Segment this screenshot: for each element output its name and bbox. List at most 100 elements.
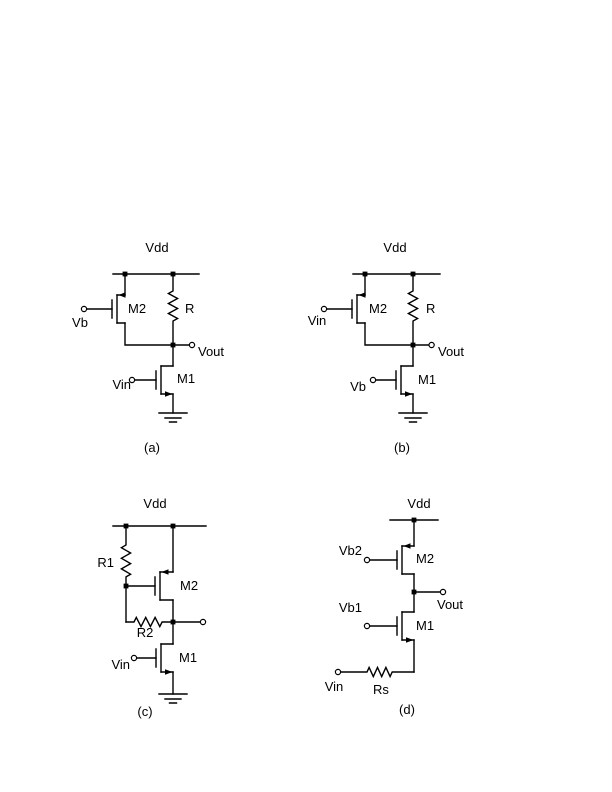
vb-terminal — [369, 376, 377, 384]
circuit-a: Vdd M2 Vb R Vout Vin M1 (a) — [72, 240, 224, 455]
resistor-r2 — [125, 615, 174, 629]
pmos-arrow-icon — [403, 543, 411, 549]
vb-terminal — [80, 305, 88, 313]
mosfet-leads — [159, 571, 174, 601]
label-m1: M1 — [179, 650, 197, 665]
label-vout: Vout — [437, 597, 463, 612]
pmos-arrow-icon — [358, 292, 366, 298]
resistor-r1 — [119, 525, 133, 587]
ground-symbol — [398, 412, 428, 423]
label-vin: Vin — [111, 657, 130, 672]
vout-terminal — [188, 341, 196, 349]
vin-terminal — [130, 654, 138, 662]
caption-d: (d) — [399, 702, 415, 717]
label-vb: Vb — [72, 315, 88, 330]
m2-drain-wire — [364, 322, 414, 346]
vout-terminal — [439, 588, 447, 596]
mosfet-bars — [351, 294, 358, 324]
label-m2: M2 — [416, 551, 434, 566]
mosfet-bars — [395, 365, 402, 395]
mosfet-bars — [155, 643, 162, 673]
nmos-arrow-icon — [165, 391, 173, 397]
label-m1: M1 — [418, 372, 436, 387]
label-vb1: Vb1 — [339, 600, 362, 615]
m2-drain-wire — [124, 322, 174, 346]
vin-terminal — [334, 668, 342, 676]
label-vdd: Vdd — [143, 496, 166, 511]
label-m2: M2 — [369, 301, 387, 316]
label-vout: Vout — [198, 344, 224, 359]
mosfet-bars — [111, 294, 118, 324]
vin-terminal — [320, 305, 328, 313]
label-vdd: Vdd — [407, 496, 430, 511]
vb2-terminal — [363, 556, 371, 564]
junction-dot — [170, 271, 176, 277]
junction-dot — [362, 271, 368, 277]
mosfet-leads — [160, 643, 174, 673]
vin-terminal — [128, 376, 136, 384]
output-terminal — [199, 618, 207, 626]
label-r: R — [185, 301, 194, 316]
junction-dot — [123, 523, 129, 529]
label-m1: M1 — [177, 371, 195, 386]
mosfet-leads — [400, 365, 414, 395]
mosfet-leads — [160, 365, 174, 395]
vb1-terminal — [363, 622, 371, 630]
junction-dot — [410, 342, 416, 348]
label-vout: Vout — [438, 344, 464, 359]
label-vin: Vin — [308, 313, 327, 328]
label-vb2: Vb2 — [339, 543, 362, 558]
mosfet-bars — [396, 545, 403, 575]
label-vb: Vb — [350, 379, 366, 394]
nmos-arrow-icon — [406, 637, 414, 643]
label-vin: Vin — [325, 679, 344, 694]
nmos-arrow-icon — [405, 391, 413, 397]
circuit-b: Vdd M2 Vin R Vout Vb M1 (b) — [308, 240, 465, 455]
junction-dot — [170, 619, 176, 625]
label-m2: M2 — [180, 578, 198, 593]
mosfet-leads — [116, 294, 126, 324]
mosfet-bars — [155, 365, 162, 395]
label-vdd: Vdd — [383, 240, 406, 255]
caption-a: (a) — [144, 440, 160, 455]
caption-b: (b) — [394, 440, 410, 455]
transistor-m2-pmos — [320, 292, 366, 324]
label-vdd: Vdd — [145, 240, 168, 255]
junction-dot — [410, 271, 416, 277]
resistor-r — [406, 273, 420, 346]
mosfet-bars — [396, 611, 403, 641]
label-rs: Rs — [373, 682, 389, 697]
transistor-m1-nmos — [363, 611, 415, 643]
ground-symbol — [158, 693, 188, 704]
transistor-m1-nmos — [369, 365, 414, 397]
label-r: R — [426, 301, 435, 316]
mosfet-leads — [401, 611, 415, 641]
transistor-m2-pmos — [154, 569, 174, 601]
junction-dot — [123, 583, 129, 589]
mosfet-leads — [401, 545, 415, 575]
label-m2: M2 — [128, 301, 146, 316]
label-m1: M1 — [416, 618, 434, 633]
resistor-rs — [339, 665, 415, 679]
junction-dot — [122, 271, 128, 277]
nmos-arrow-icon — [165, 669, 173, 675]
transistor-m2-pmos — [363, 543, 415, 575]
mosfet-leads — [356, 294, 366, 324]
transistor-m2-pmos — [80, 292, 126, 324]
resistor-r — [166, 273, 180, 346]
label-vin: Vin — [112, 377, 131, 392]
junction-dot — [170, 523, 176, 529]
label-r2: R2 — [137, 625, 154, 640]
transistor-m1-nmos — [130, 643, 174, 675]
pmos-arrow-icon — [118, 292, 126, 298]
junction-dot — [170, 342, 176, 348]
junction-dot — [411, 589, 417, 595]
circuit-d: Vdd Vb2 M2 Vout Vb1 M1 Vin Rs (d) — [325, 496, 464, 717]
label-r1: R1 — [97, 555, 114, 570]
pmos-arrow-icon — [161, 569, 169, 575]
ground-symbol — [158, 412, 188, 423]
transistor-m1-nmos — [128, 365, 174, 397]
vout-terminal — [428, 341, 435, 349]
